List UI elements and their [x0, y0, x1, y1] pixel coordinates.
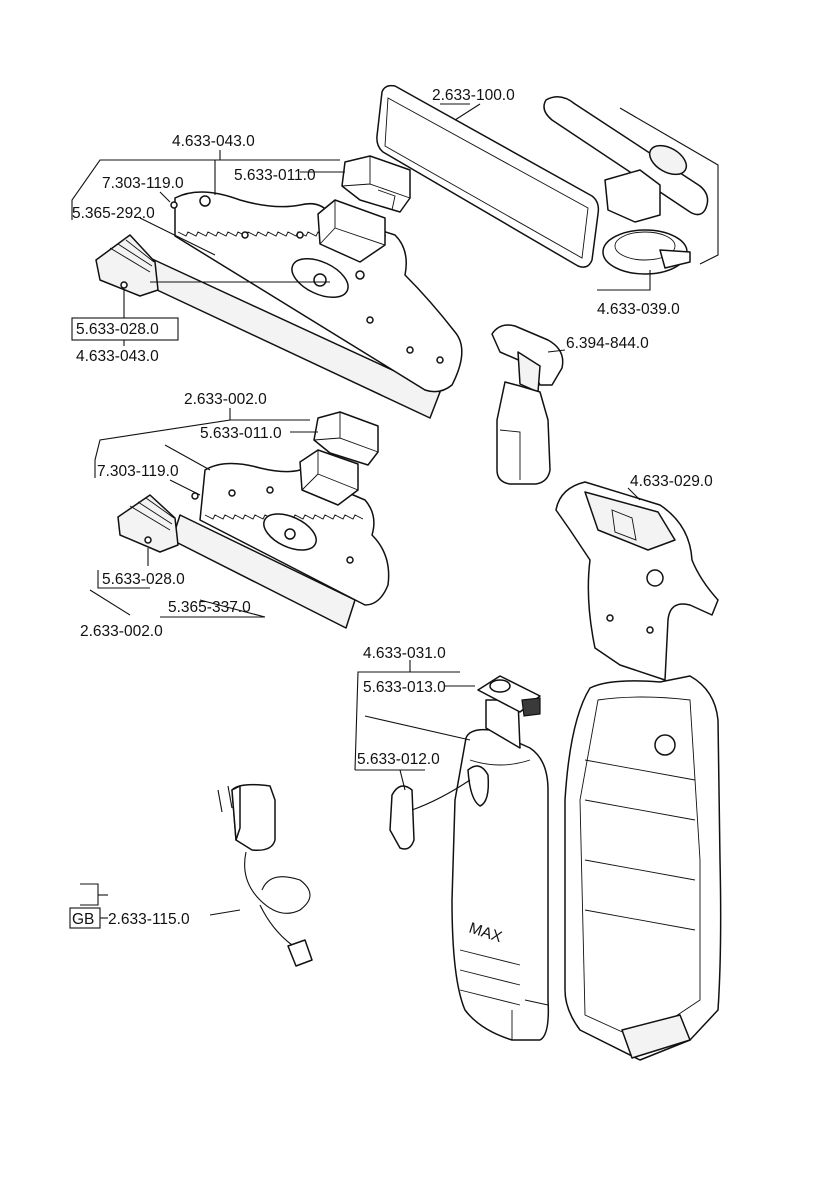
label-middle-assembly-sub: 2.633-002.0 — [80, 623, 163, 640]
label-screw-top: 7.303-119.0 — [102, 175, 184, 192]
label-top-assembly: 4.633-043.0 — [172, 133, 255, 150]
label-clip-top: 5.633-011.0 — [234, 167, 316, 184]
label-top-assembly-sub: 4.633-043.0 — [76, 348, 159, 365]
label-blade-top: 5.365-292.0 — [72, 205, 155, 222]
label-blade: 2.633-100.0 — [432, 87, 515, 104]
upper-housing-shell — [556, 482, 718, 680]
label-valve: 5.633-013.0 — [363, 679, 446, 696]
label-screw-middle: 7.303-119.0 — [97, 463, 179, 480]
label-tank: 4.633-031.0 — [363, 645, 446, 662]
water-tank — [390, 676, 548, 1040]
label-loop: 5.633-012.0 — [357, 751, 440, 768]
middle-squeegee-assembly — [118, 412, 389, 628]
label-clip-middle: 5.633-011.0 — [200, 425, 282, 442]
label-country-code: GB — [72, 911, 94, 928]
label-endcap-top: 5.633-028.0 — [76, 321, 159, 338]
main-body-base — [565, 676, 721, 1060]
label-blade-middle: 5.365-337.0 — [168, 599, 251, 616]
charger-adapter — [218, 785, 312, 966]
label-handle-holder: 4.633-039.0 — [597, 301, 680, 318]
label-endcap-middle: 5.633-028.0 — [102, 571, 185, 588]
label-housing-shell: 4.633-029.0 — [630, 473, 713, 490]
spray-bottle — [492, 325, 563, 484]
top-squeegee-assembly — [96, 156, 462, 418]
label-charger: 2.633-115.0 — [108, 911, 190, 928]
label-spray-bottle: 6.394-844.0 — [566, 335, 649, 352]
label-middle-assembly: 2.633-002.0 — [184, 391, 267, 408]
